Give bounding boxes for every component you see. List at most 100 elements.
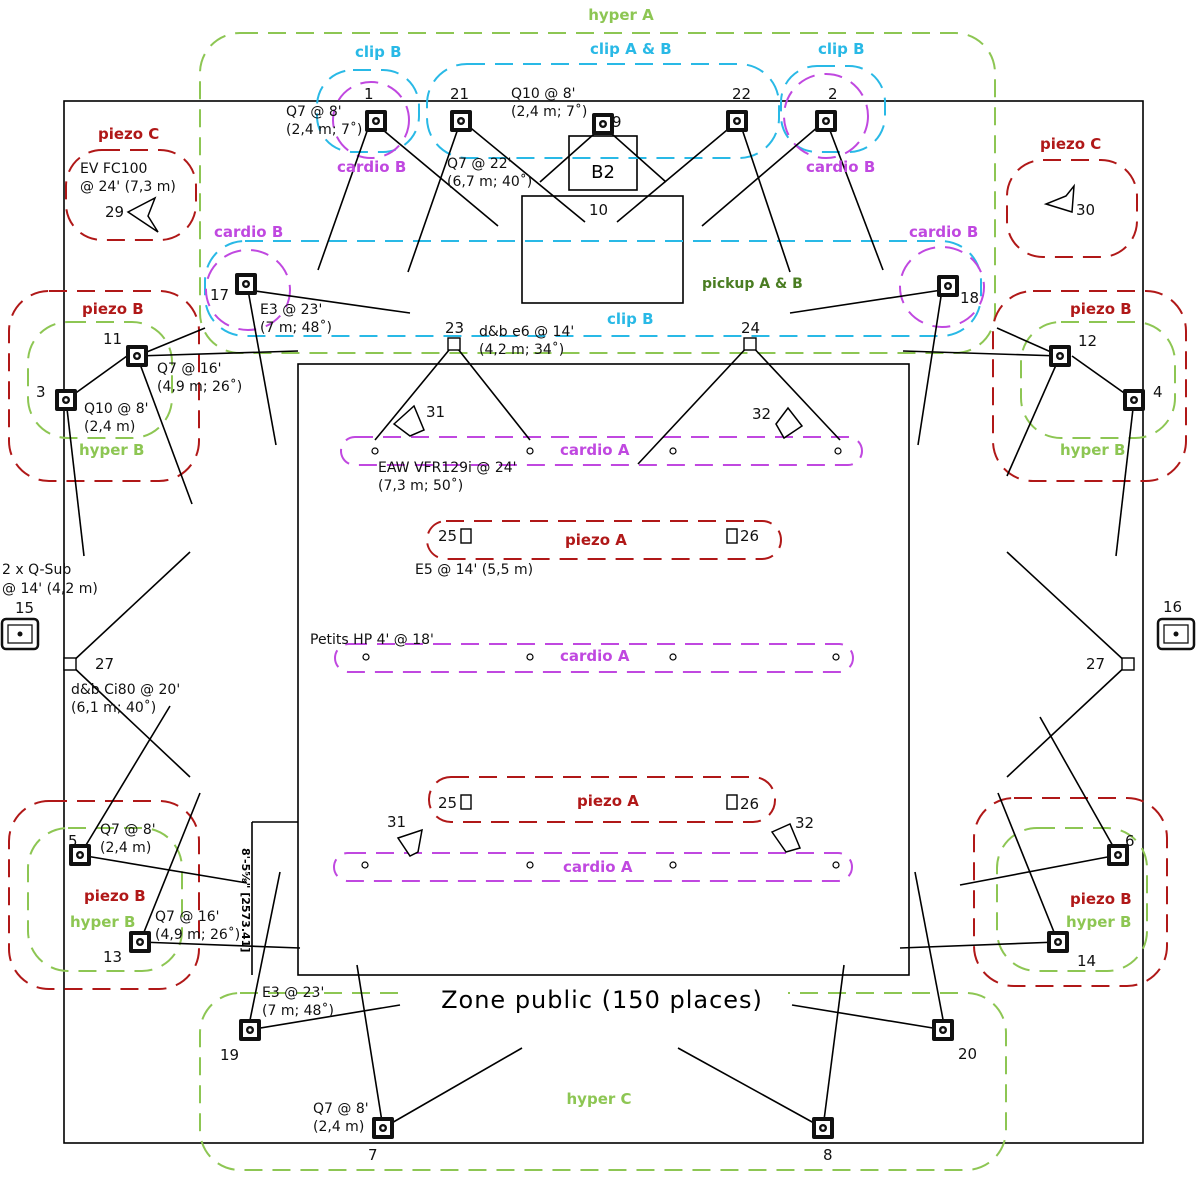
speaker-17-icon[interactable] — [235, 273, 257, 295]
svg-text:12: 12 — [1078, 332, 1097, 350]
svg-text:31: 31 — [387, 813, 406, 831]
speaker-24-icon[interactable] — [743, 337, 757, 351]
speaker-3-icon[interactable] — [55, 389, 77, 411]
label-clip-b-left: clip B — [355, 43, 402, 61]
note-e3-bottom: E3 @ 23' — [262, 985, 324, 1001]
speaker-29-icon[interactable] — [126, 196, 159, 233]
svg-text:16: 16 — [1163, 598, 1182, 616]
note-e3-top: E3 @ 23' — [260, 302, 322, 318]
zone-clip-b-right — [780, 65, 886, 153]
label-cardio-b-2: cardio B — [806, 158, 875, 176]
zone-piezo-b-right-top — [992, 290, 1187, 482]
note-ci80-m: (6,1 m; 40˚) — [71, 699, 156, 716]
speaker-31-top-icon[interactable] — [392, 404, 425, 437]
svg-text:31: 31 — [426, 403, 445, 421]
note-ev-fc100: EV FC100 — [80, 161, 147, 177]
svg-text:2: 2 — [828, 85, 838, 103]
zone-cardio-b-1 — [332, 81, 410, 159]
label-cardio-a-1: cardio A — [560, 441, 630, 459]
note-ev-fc100-m: @ 24' (7,3 m) — [80, 179, 176, 195]
note-petits-hp: Petits HP 4' @ 18' — [310, 632, 434, 648]
speaker-8-icon[interactable] — [812, 1117, 834, 1139]
speaker-26-top-icon[interactable] — [726, 528, 738, 544]
svg-text:10: 10 — [589, 201, 608, 219]
svg-text:26: 26 — [740, 527, 759, 545]
label-hyper-b-left-top: hyper B — [79, 441, 144, 459]
note-eaw-m: (7,3 m; 50˚) — [378, 477, 463, 494]
label-piezo-b-left-bottom: piezo B — [84, 887, 146, 905]
speaker-1-icon[interactable] — [365, 110, 387, 132]
svg-text:11: 11 — [103, 330, 122, 348]
speaker-2-icon[interactable] — [815, 110, 837, 132]
speaker-23-icon[interactable] — [447, 337, 461, 351]
speaker-11-icon[interactable] — [126, 345, 148, 367]
speaker-27-left-icon[interactable] — [63, 657, 77, 671]
speaker-14-icon[interactable] — [1047, 931, 1069, 953]
zone-piezo-a-top — [426, 520, 782, 560]
speaker-13-icon[interactable] — [129, 931, 151, 953]
b2-box — [568, 135, 638, 191]
label-hyper-b-right-top: hyper B — [1060, 441, 1125, 459]
zone-piezo-a-bottom — [428, 776, 776, 823]
speaker-20-icon[interactable] — [932, 1019, 954, 1041]
speaker-32-top-icon[interactable] — [775, 406, 804, 440]
note-dnb-e6: d&b e6 @ 14' — [479, 324, 574, 340]
label-piezo-b-right-bottom: piezo B — [1070, 890, 1132, 908]
zone-clip-ab — [426, 63, 780, 159]
svg-text:14: 14 — [1077, 952, 1096, 970]
zone-piezo-b-right-bottom — [973, 797, 1168, 987]
aim-lines — [65, 119, 1135, 1129]
zone-clip-b-wide — [204, 240, 982, 337]
speaker-12-icon[interactable] — [1049, 345, 1071, 367]
svg-text:30: 30 — [1076, 201, 1095, 219]
zone-hyper-b-right-bottom — [996, 827, 1148, 972]
note-q7-16-bottom-m: (4,9 m; 26˚) — [155, 926, 240, 943]
subwoofer-16-icon[interactable] — [1156, 617, 1196, 651]
zone-cardio-b-17 — [205, 249, 291, 331]
small-speaker-dots — [361, 447, 842, 869]
speaker-30-icon[interactable] — [1043, 183, 1075, 213]
speaker-27-right-icon[interactable] — [1121, 657, 1135, 671]
speaker-25-bottom-icon[interactable] — [460, 794, 472, 810]
speaker-32-bottom-icon[interactable] — [770, 823, 802, 853]
speaker-26-bottom-icon[interactable] — [726, 794, 738, 810]
note-q7-8-top-m: (2,4 m; 7˚) — [286, 121, 362, 138]
svg-text:15: 15 — [15, 599, 34, 617]
svg-text:20: 20 — [958, 1045, 977, 1063]
subwoofer-15-icon[interactable] — [0, 617, 40, 651]
note-ci80: d&b Ci80 @ 20' — [71, 682, 180, 698]
zone-piezo-b-left-top — [8, 290, 200, 482]
label-piezo-a-bottom: piezo A — [577, 792, 639, 810]
zone-cardio-a-1 — [340, 436, 863, 466]
speaker-19-icon[interactable] — [239, 1019, 261, 1041]
speaker-4-icon[interactable] — [1123, 389, 1145, 411]
speaker-21-icon[interactable] — [450, 110, 472, 132]
speaker-7-icon[interactable] — [372, 1117, 394, 1139]
label-piezo-c-left: piezo C — [98, 125, 159, 143]
svg-text:29: 29 — [105, 203, 124, 221]
svg-text:5: 5 — [68, 832, 78, 850]
note-q7-8-top: Q7 @ 8' — [286, 104, 342, 120]
svg-text:7: 7 — [368, 1146, 378, 1164]
label-piezo-b-right-top: piezo B — [1070, 300, 1132, 318]
speaker-25-top-icon[interactable] — [460, 528, 472, 544]
svg-text:9: 9 — [612, 113, 622, 131]
zone-clip-b-left — [316, 69, 420, 153]
label-cardio-a-2: cardio A — [560, 647, 630, 665]
note-dnb-e6-m: (4,2 m; 34˚) — [479, 341, 564, 358]
speaker-22-icon[interactable] — [726, 110, 748, 132]
note-e3-bottom-m: (7 m; 48˚) — [262, 1002, 334, 1019]
label-cardio-b-17: cardio B — [214, 223, 283, 241]
label-pickup-ab: pickup A & B — [702, 276, 803, 292]
note-q7-16-bottom: Q7 @ 16' — [155, 909, 220, 925]
svg-text:1: 1 — [364, 85, 374, 103]
note-qsub-m: @ 14' (4,2 m) — [2, 581, 98, 597]
note-eaw: EAW VFR129i @ 24' — [378, 460, 516, 476]
label-clip-b-right: clip B — [818, 40, 865, 58]
note-e3-top-m: (7 m; 48˚) — [260, 319, 332, 336]
zone-piezo-b-left-bottom — [8, 800, 200, 990]
speaker-18-icon[interactable] — [937, 275, 959, 297]
speaker-9-icon[interactable] — [592, 113, 614, 135]
speaker-31-bottom-icon[interactable] — [396, 828, 423, 857]
zone-piezo-c-left — [65, 149, 197, 241]
